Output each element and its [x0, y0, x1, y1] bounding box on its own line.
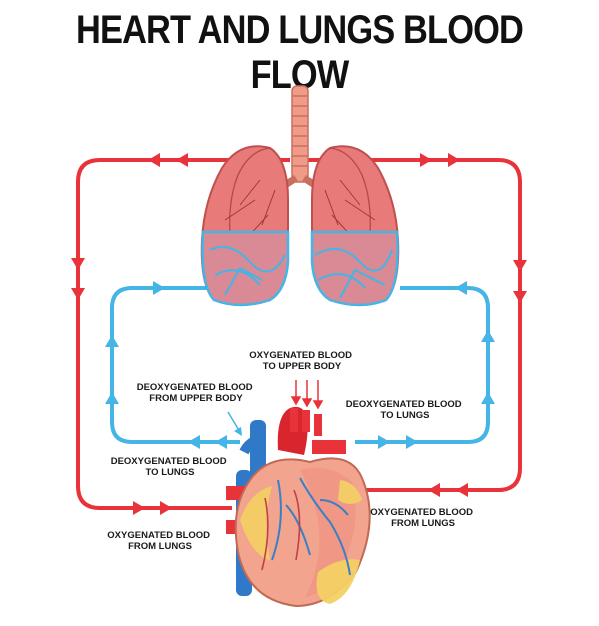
upper-body-return-arrow: [227, 411, 242, 436]
oxygenated-loop: [76, 158, 290, 510]
heart: [226, 406, 371, 608]
deoxygenated-arrows: [105, 281, 495, 449]
upper-body-arrows: [290, 380, 324, 410]
oxygenated-arrows: [71, 153, 527, 515]
label-oxygenated-from-lungs-right: OXYGENATED BLOOD FROM LUNGS: [370, 507, 475, 529]
deoxygenated-loop-left: [110, 286, 240, 444]
label-deoxygenated-to-lungs-left: DEOXYGENATED BLOOD TO LUNGS: [111, 456, 230, 478]
right-lung: [310, 145, 400, 307]
left-lung: [200, 145, 290, 307]
oxygenated-loop-right: [306, 158, 522, 492]
deoxygenated-loop-right: [355, 286, 490, 444]
label-deoxygenated-to-lungs-right: DEOXYGENATED BLOOD TO LUNGS: [346, 399, 465, 421]
label-oxygenated-upper: OXYGENATED BLOOD TO UPPER BODY: [249, 350, 354, 372]
diagram-title: HEART AND LUNGS BLOOD FLOW: [76, 8, 524, 97]
label-oxygenated-from-lungs-left: OXYGENATED BLOOD FROM LUNGS: [107, 530, 212, 552]
label-deoxygenated-from-upper: DEOXYGENATED BLOOD FROM UPPER BODY: [137, 382, 256, 404]
